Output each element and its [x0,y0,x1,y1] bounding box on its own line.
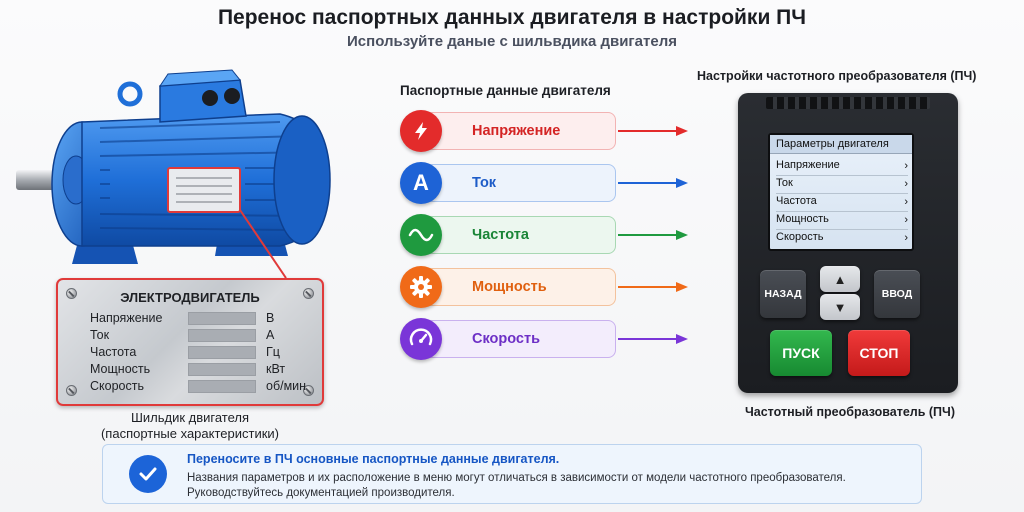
nameplate-row: Частота Гц [90,345,310,361]
nameplate-row: Ток А [90,328,310,344]
checkmark-icon [129,455,167,493]
screw-icon [66,385,77,396]
nameplate-label: Напряжение [90,311,163,325]
param-label: Напряжение [472,123,561,139]
down-arrow-button[interactable]: ▼ [820,294,860,320]
menu-item-label: Мощность [776,213,829,225]
nameplate-value-box [188,346,256,359]
letter-a-icon: A [400,162,442,204]
param-frequency: Частота [400,214,618,256]
param-label: Частота [472,227,529,243]
gear-icon [400,266,442,308]
param-pill [422,164,616,202]
nameplate-unit: об/мин [266,379,307,393]
lightning-icon [400,110,442,152]
drive-screen: Параметры двигателя Напряжение › Ток › Ч… [768,133,914,251]
nameplate-value-box [188,380,256,393]
nameplate-unit: В [266,311,275,325]
param-label: Мощность [472,279,547,295]
electric-motor-illustration [16,69,331,278]
nameplate-unit: Гц [266,345,280,359]
nameplate-label: Мощность [90,362,151,376]
chevron-right-icon: › [904,160,908,172]
param-pill [422,112,616,150]
up-arrow-button[interactable]: ▲ [820,266,860,292]
nameplate-label: Скорость [90,379,144,393]
menu-item-label: Напряжение [776,159,840,171]
chevron-right-icon: › [904,214,908,226]
page-subtitle: Используйте даные с шильвдика двигателя [347,33,677,50]
arrow-right-icon [618,282,688,292]
screen-menu-item[interactable]: Скорость › [776,231,908,248]
param-pill [422,216,616,254]
screen-menu-item[interactable]: Частота › [776,195,908,212]
stop-button[interactable]: СТОП [848,330,910,376]
nameplate-label: Частота [90,345,137,359]
chevron-right-icon: › [904,196,908,208]
info-note: Переносите в ПЧ основные паспортные данн… [102,444,922,504]
arrow-right-icon [618,334,688,344]
page-title: Перенос паспортных данных двигателя в на… [217,6,807,29]
nameplate-value-box [188,363,256,376]
params-heading: Паспортные данные двигателя [400,83,611,98]
menu-item-label: Скорость [776,231,824,243]
nameplate-caption: Шильдик двигателя [130,410,250,425]
param-current: A Ток [400,162,618,204]
screw-icon [66,288,77,299]
param-power: Мощность [400,266,618,308]
frequency-converter: Параметры двигателя Напряжение › Ток › Ч… [738,93,958,393]
chevron-right-icon: › [904,232,908,244]
nameplate-unit: кВт [266,362,286,376]
arrow-right-icon [618,126,688,136]
arrow-right-icon [618,178,688,188]
param-voltage: Напряжение [400,110,618,152]
arrow-right-icon [618,230,688,240]
info-text: Руководствуйтесь документацией производи… [187,487,455,499]
nameplate-caption-sub: (паспортные характеристики) [100,426,280,441]
info-text: Названия параметров и их расположение в … [187,472,846,484]
info-headline: Переносите в ПЧ основные паспортные данн… [187,452,560,466]
menu-item-label: Частота [776,195,817,207]
nameplate-label: Ток [90,328,110,342]
nameplate-unit: А [266,328,275,342]
motor-nameplate: ЭЛЕКТРОДВИГАТЕЛЬ Напряжение В Ток А Част… [56,278,324,406]
speedometer-icon [400,318,442,360]
sine-wave-icon [400,214,442,256]
menu-item-label: Ток [776,177,793,189]
chevron-right-icon: › [904,178,908,190]
param-pill [422,320,616,358]
nameplate-value-box [188,329,256,342]
screen-menu-item[interactable]: Мощность › [776,213,908,230]
param-label: Скорость [472,331,540,347]
param-label: Ток [472,175,497,191]
back-button[interactable]: НАЗАД [760,270,806,318]
param-pill [422,268,616,306]
screw-icon [303,288,314,299]
enter-button[interactable]: ВВОД [874,270,920,318]
screen-menu-item[interactable]: Ток › [776,177,908,194]
nameplate-row: Скорость об/мин [90,379,310,395]
screen-menu-item[interactable]: Напряжение › [776,159,908,176]
start-button[interactable]: ПУСК [770,330,832,376]
drive-vents [766,97,930,109]
nameplate-value-box [188,312,256,325]
nameplate-row: Напряжение В [90,311,310,327]
nameplate-row: Мощность кВт [90,362,310,378]
nameplate-title: ЭЛЕКТРОДВИГАТЕЛЬ [120,290,260,305]
drive-heading: Настройки частотного преобразователя (ПЧ… [697,69,977,83]
param-speed: Скорость [400,318,618,360]
drive-caption: Частотный преобразователь (ПЧ) [745,405,955,419]
screw-icon [303,385,314,396]
screen-title: Параметры двигателя [770,135,912,154]
